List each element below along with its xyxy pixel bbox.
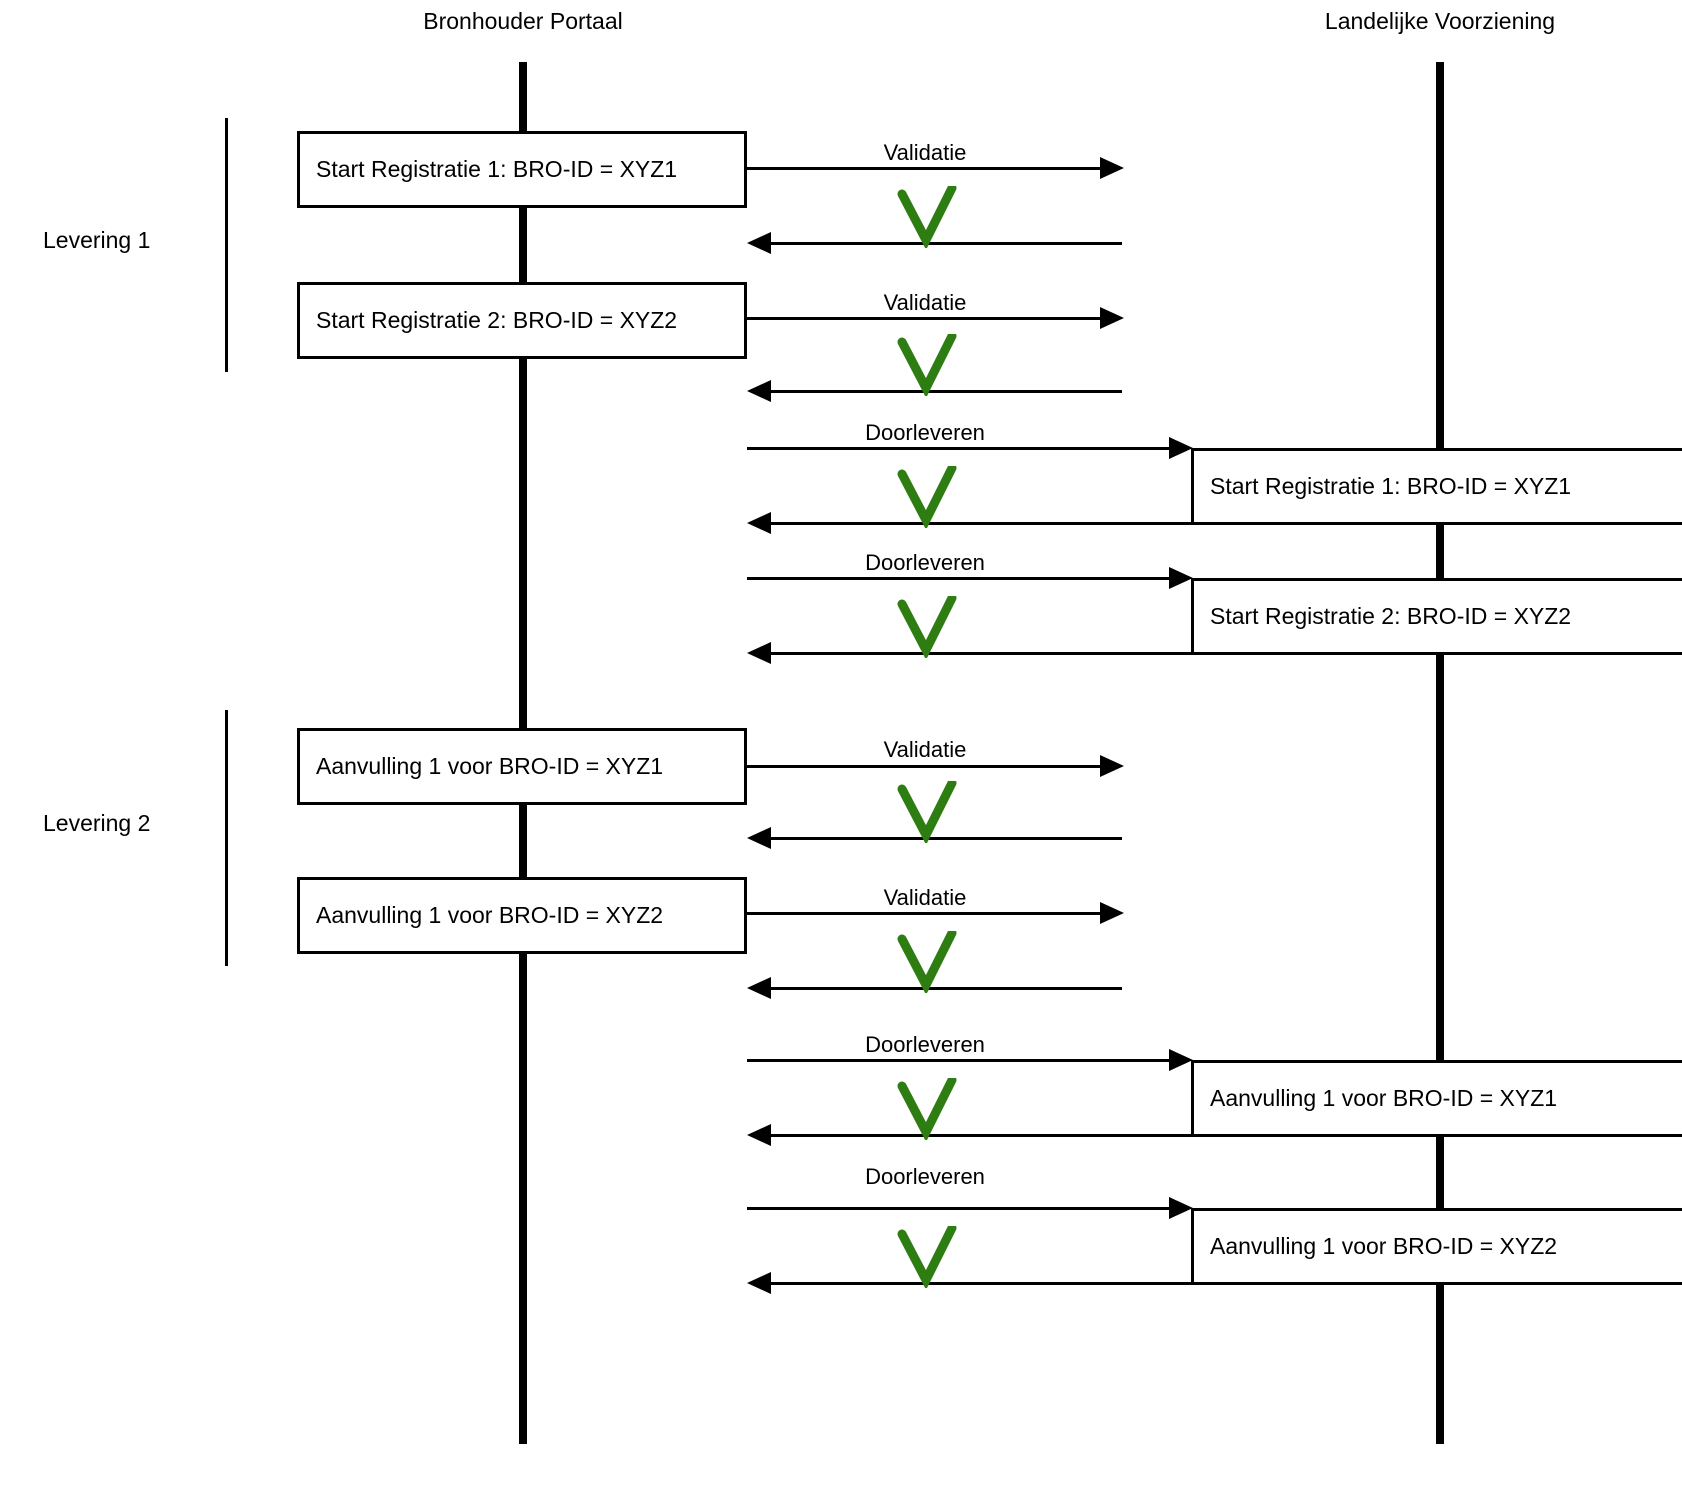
message-arrowhead-1: [1100, 157, 1124, 179]
message-box-right-4[interactable]: Aanvulling 1 voor BRO-ID = XYZ2: [1191, 1208, 1682, 1285]
validation-check-icon-12: [897, 931, 957, 993]
message-box-left-1-label: Start Registratie 1: BRO-ID = XYZ1: [316, 156, 678, 182]
message-line-10: [770, 837, 1122, 840]
message-box-left-4-label: Aanvulling 1 voor BRO-ID = XYZ2: [316, 902, 664, 928]
message-box-right-2[interactable]: Start Registratie 2: BRO-ID = XYZ2: [1191, 578, 1682, 655]
group-bracket-levering-1: [225, 118, 228, 372]
message-box-right-1[interactable]: Start Registratie 1: BRO-ID = XYZ1: [1191, 448, 1682, 525]
group-bracket-levering-2: [225, 710, 228, 966]
message-line-14: [770, 1134, 1191, 1137]
message-label-15: Doorleveren: [865, 1164, 985, 1189]
message-arrowhead-15: [1169, 1197, 1193, 1219]
message-box-right-1-label: Start Registratie 1: BRO-ID = XYZ1: [1210, 473, 1572, 499]
validation-check-icon-14: [897, 1078, 957, 1140]
validation-check-icon-6: [897, 466, 957, 528]
message-arrowhead-9: [1100, 755, 1124, 777]
message-box-left-3[interactable]: Aanvulling 1 voor BRO-ID = XYZ1: [297, 728, 747, 805]
message-line-9: [747, 765, 1103, 768]
message-box-right-3-label: Aanvulling 1 voor BRO-ID = XYZ1: [1210, 1085, 1558, 1111]
validation-check-icon-16: [897, 1226, 957, 1288]
message-arrowhead-13: [1169, 1049, 1193, 1071]
message-box-left-2-label: Start Registratie 2: BRO-ID = XYZ2: [316, 307, 678, 333]
message-label-11: Validatie: [883, 885, 967, 910]
message-arrowhead-12: [747, 977, 771, 999]
message-line-12: [770, 987, 1122, 990]
message-line-3: [747, 317, 1103, 320]
message-box-left-4[interactable]: Aanvulling 1 voor BRO-ID = XYZ2: [297, 877, 747, 954]
message-line-15: [747, 1207, 1172, 1210]
message-line-5: [747, 447, 1172, 450]
validation-check-icon-4: [897, 334, 957, 396]
message-arrowhead-14: [747, 1124, 771, 1146]
message-box-left-2[interactable]: Start Registratie 2: BRO-ID = XYZ2: [297, 282, 747, 359]
message-arrowhead-5: [1169, 437, 1193, 459]
message-line-11: [747, 912, 1103, 915]
message-arrowhead-7: [1169, 567, 1193, 589]
message-line-8: [770, 652, 1191, 655]
message-line-1: [747, 167, 1103, 170]
message-box-right-4-label: Aanvulling 1 voor BRO-ID = XYZ2: [1210, 1233, 1558, 1259]
group-label-levering-2: Levering 2: [43, 810, 151, 836]
message-arrowhead-11: [1100, 902, 1124, 924]
message-box-left-1[interactable]: Start Registratie 1: BRO-ID = XYZ1: [297, 131, 747, 208]
message-line-2: [770, 242, 1122, 245]
message-arrowhead-16: [747, 1272, 771, 1294]
message-box-right-2-label: Start Registratie 2: BRO-ID = XYZ2: [1210, 603, 1572, 629]
message-label-9: Validatie: [883, 737, 967, 762]
message-line-13: [747, 1059, 1172, 1062]
message-arrowhead-8: [747, 642, 771, 664]
message-line-7: [747, 577, 1172, 580]
lane-title-landelijke: Landelijke Voorziening: [1324, 8, 1556, 34]
validation-check-icon-2: [897, 186, 957, 248]
message-box-right-3[interactable]: Aanvulling 1 voor BRO-ID = XYZ1: [1191, 1060, 1682, 1137]
message-line-16: [770, 1282, 1191, 1285]
message-label-13: Doorleveren: [865, 1032, 985, 1057]
message-line-4: [770, 390, 1122, 393]
lifeline-landelijke: [1436, 62, 1444, 1444]
message-label-3: Validatie: [883, 290, 967, 315]
message-arrowhead-6: [747, 512, 771, 534]
message-box-left-3-label: Aanvulling 1 voor BRO-ID = XYZ1: [316, 753, 664, 779]
message-arrowhead-4: [747, 380, 771, 402]
message-label-1: Validatie: [883, 140, 967, 165]
message-arrowhead-3: [1100, 307, 1124, 329]
message-arrowhead-2: [747, 232, 771, 254]
lane-title-bronhouder: Bronhouder Portaal: [423, 8, 623, 34]
validation-check-icon-8: [897, 596, 957, 658]
message-line-6: [770, 522, 1191, 525]
message-label-5: Doorleveren: [865, 420, 985, 445]
group-label-levering-1: Levering 1: [43, 227, 151, 253]
message-arrowhead-10: [747, 827, 771, 849]
message-label-7: Doorleveren: [865, 550, 985, 575]
validation-check-icon-10: [897, 781, 957, 843]
